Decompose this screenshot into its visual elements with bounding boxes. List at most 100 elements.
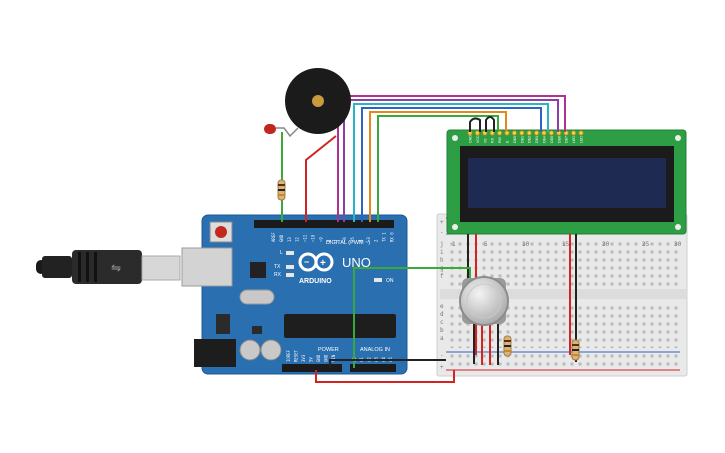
wire-magenta: [337, 95, 566, 222]
pin-label: 4: [358, 239, 363, 242]
pin-label: 13: [287, 237, 292, 242]
pin-label: ~11: [303, 234, 308, 242]
pin-label: 8: [326, 239, 331, 242]
wire-black-ground: [329, 359, 446, 368]
resistor: [277, 179, 286, 201]
lcd-pin-label: V0: [483, 139, 487, 143]
wire-black-lcd: [469, 117, 481, 132]
l-led-label: L: [280, 250, 283, 256]
pin-label: IOREF: [286, 349, 291, 362]
wire-green-rs: [377, 115, 499, 222]
row-letter: i: [440, 249, 444, 256]
pin-label: ~9: [318, 237, 323, 242]
lcd-pin-label: LED: [572, 136, 576, 143]
lcd-pin: [578, 130, 584, 136]
pin-label: GND: [324, 354, 329, 362]
arduino-uno-board: − + ARDUINO UNO DIGITAL (PWM ~) POWER AN…: [181, 214, 408, 375]
lcd-pin: [526, 130, 532, 136]
pin-label: GND: [279, 234, 284, 242]
lcd-pin-label: LED: [580, 136, 584, 143]
pin-label: VIN: [331, 354, 336, 362]
rail-plus-label: +: [440, 219, 444, 226]
lcd-pin: [474, 130, 481, 136]
rail-minus-label-bottom: -: [440, 352, 444, 359]
analog-header-label: ANALOG IN: [360, 347, 390, 353]
pin-label: 7: [334, 239, 339, 242]
usb-connector: [141, 255, 181, 281]
lcd-pin: [548, 130, 555, 136]
lcd-pin-label: DB6: [557, 136, 561, 143]
pin-label: 3V3: [301, 354, 306, 362]
svg-text:+: +: [320, 258, 326, 269]
column-number: 20: [602, 241, 610, 248]
pin-label: TX 1: [382, 232, 387, 242]
row-letter: j: [440, 241, 444, 248]
lcd-pin-label: DB3: [535, 136, 539, 143]
on-led-label: ON: [386, 278, 394, 284]
lcd-pin-label: DB7: [565, 136, 569, 143]
column-number: 1: [452, 241, 456, 248]
lcd-pin-label: VCC: [476, 135, 480, 143]
svg-text:−: −: [304, 257, 309, 267]
usb-symbol-icon: ⇋: [111, 261, 121, 275]
lcd-pin: [533, 130, 540, 136]
red-led: [264, 124, 299, 138]
column-number: 10: [522, 241, 530, 248]
crystal: [239, 289, 275, 305]
lcd-pin-label: RS: [491, 137, 495, 143]
power-jack: [194, 339, 236, 367]
resistor: [571, 339, 580, 361]
power-header-label: POWER: [318, 347, 339, 353]
capacitor: [239, 339, 261, 361]
column-number: 15: [562, 241, 570, 248]
lcd-pin-label: DB4: [543, 136, 547, 143]
pin-label: ~3: [366, 237, 371, 242]
wire-black-lcd: [485, 116, 495, 132]
pin-label: ~6: [342, 237, 347, 242]
lcd-pin: [570, 130, 577, 136]
row-letter: e: [440, 303, 444, 310]
column-number: 5: [484, 241, 488, 248]
pin-label: ~10: [311, 234, 316, 242]
pin-label: RESET: [294, 349, 299, 362]
wire-red-buzzer: [305, 135, 337, 222]
board-brand-label: ARDUINO: [299, 278, 332, 285]
wire-orange: [369, 111, 507, 222]
lcd-screen: [468, 158, 666, 208]
lcd-pin: [541, 130, 547, 136]
lcd-pin-label: DB5: [550, 136, 554, 143]
row-letter: h: [440, 257, 444, 264]
row-letter: d: [440, 311, 444, 318]
lcd-pin: [511, 130, 518, 136]
row-letter: b: [440, 327, 444, 334]
resistor: [503, 335, 512, 357]
digital-header-label: DIGITAL (PWM ~): [326, 240, 370, 246]
pin-label: RX 0: [390, 232, 395, 242]
row-letter: f: [440, 273, 444, 280]
capacitor: [260, 339, 282, 361]
arduino-logo: [298, 252, 334, 272]
tx-led-label: TX: [274, 264, 281, 270]
rail-minus-label: -: [440, 229, 444, 236]
rx-led-label: RX: [274, 272, 282, 278]
lcd-pin-label: DB2: [528, 136, 532, 143]
piezo-buzzer: [285, 68, 351, 134]
usb-cable: ⇋: [36, 250, 181, 284]
wire-red-5v: [315, 370, 455, 383]
gas-sensor: [459, 276, 509, 326]
usb-socket: [181, 247, 233, 287]
digital-header: [254, 220, 394, 228]
pin-label: 2: [374, 239, 379, 242]
pin-label: AREF: [271, 232, 276, 242]
lcd-pin-label: DB0: [513, 136, 517, 143]
wire-purple: [343, 99, 559, 222]
lcd-pin-label: RW: [498, 136, 502, 143]
lcd-pin-label: DB1: [520, 136, 524, 143]
lcd-pin: [519, 130, 525, 136]
rail-plus-label-bottom: +: [440, 364, 444, 371]
power-header: [282, 364, 342, 372]
board-model-label: UNO: [342, 255, 371, 270]
pin-label: 12: [295, 237, 300, 242]
